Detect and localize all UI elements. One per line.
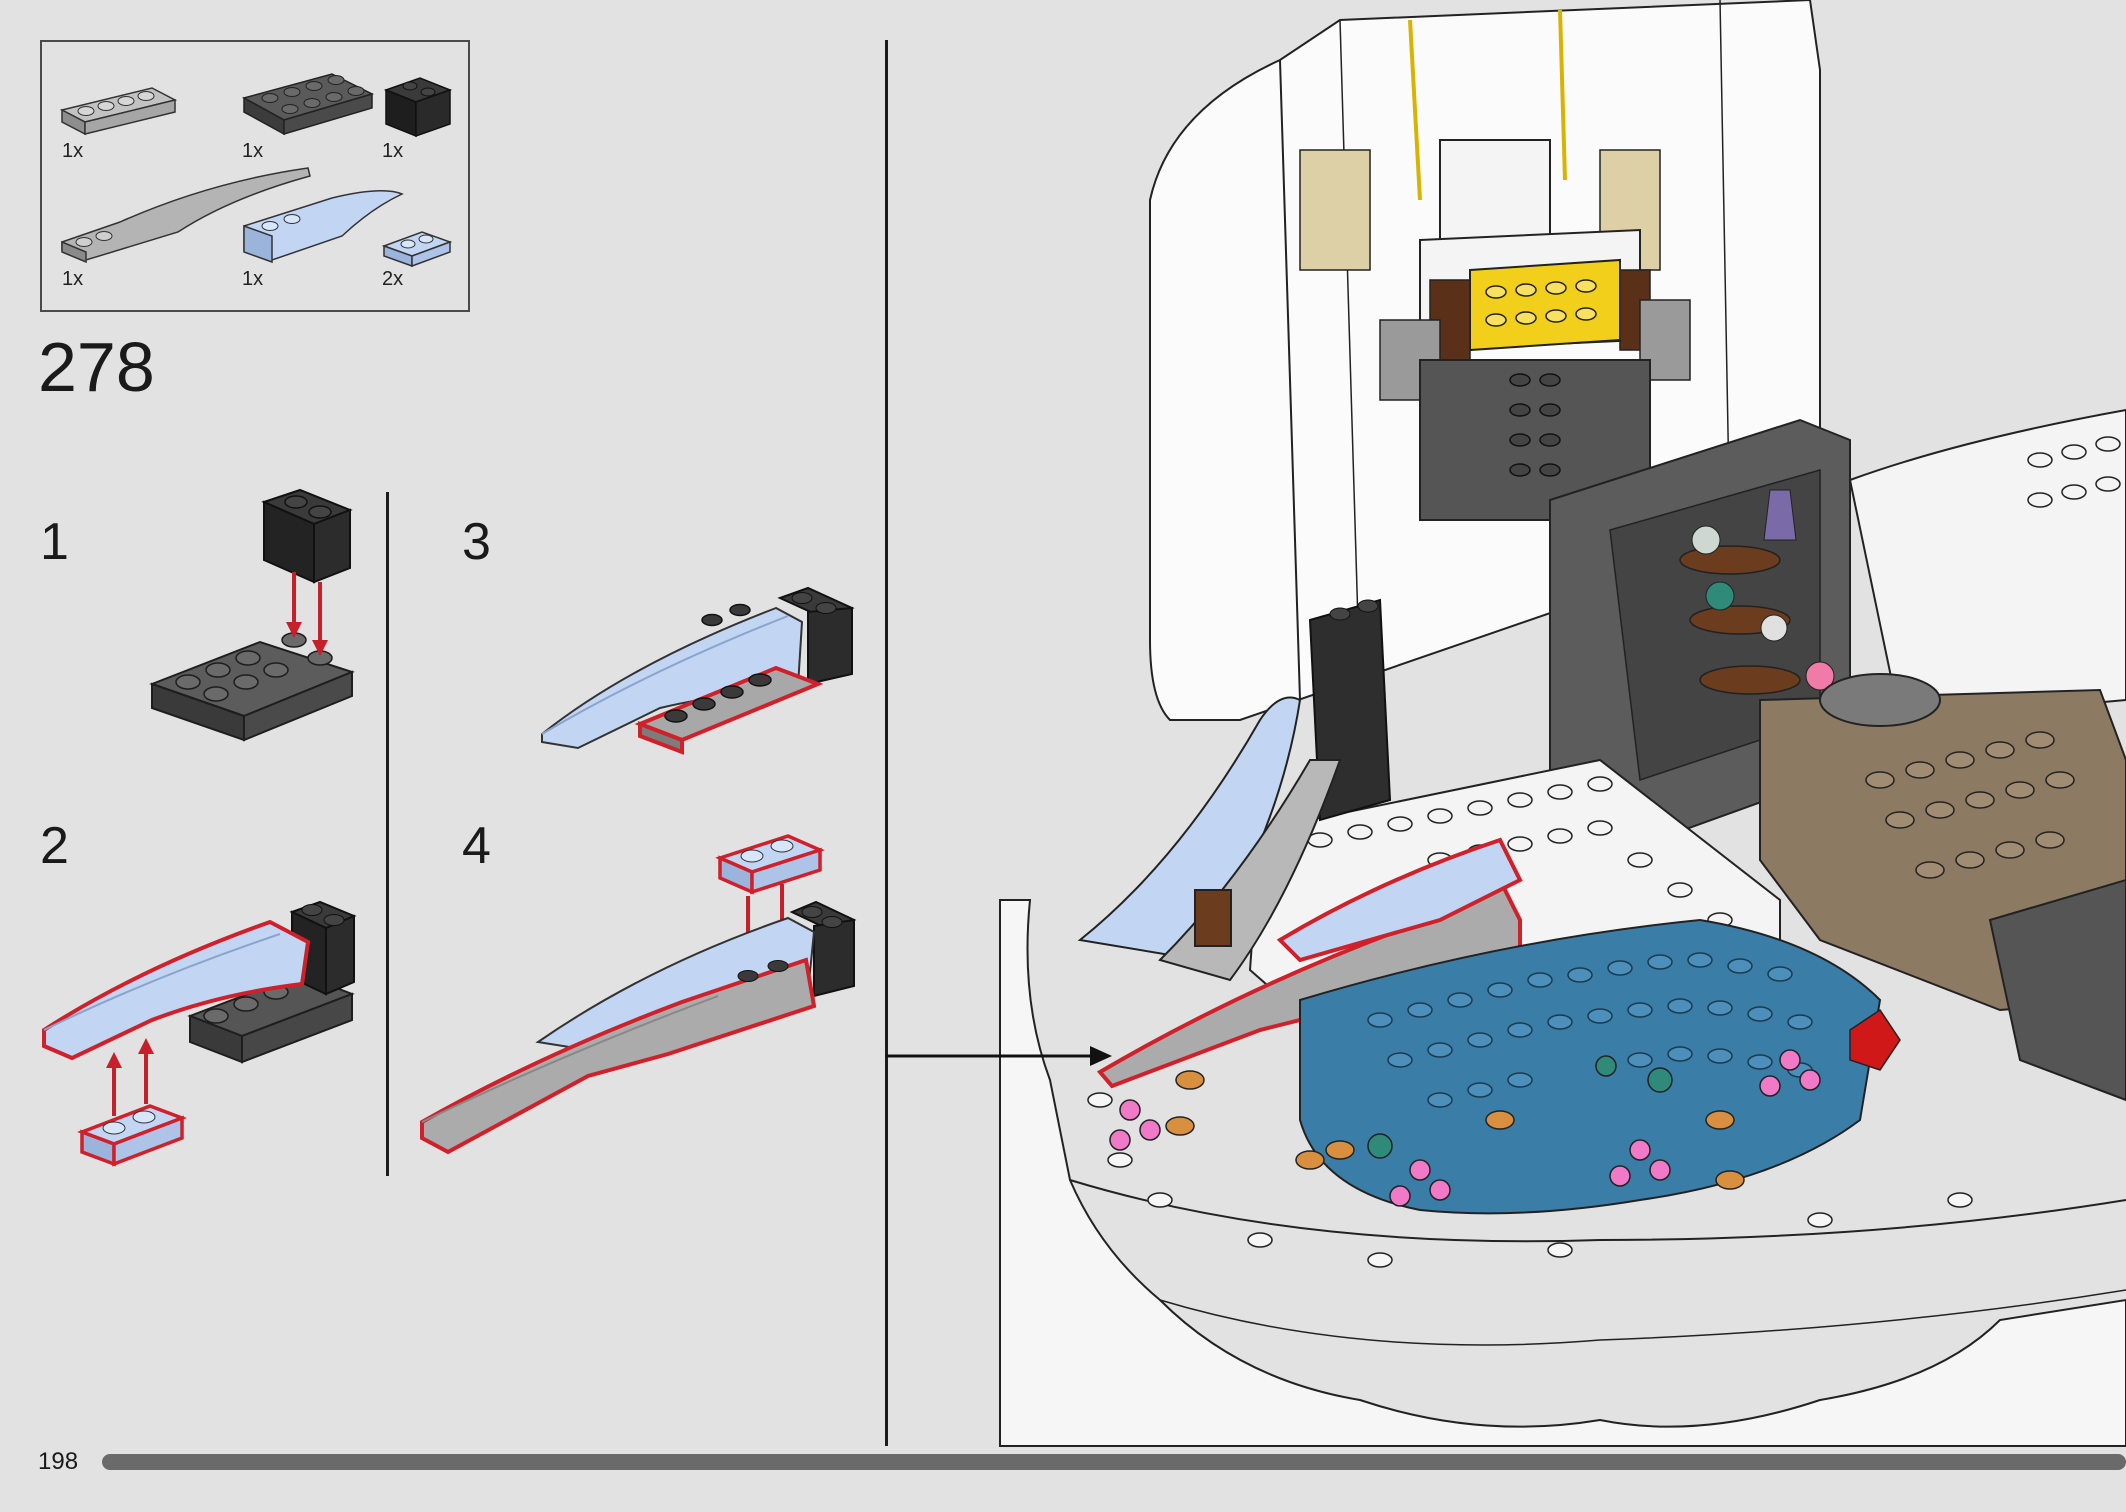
substep-3-illustration — [541, 586, 855, 755]
page-divider — [885, 40, 888, 1446]
substep-2-illustration — [42, 900, 357, 1167]
black-brick-2x2-icon — [383, 77, 453, 138]
substep-divider — [386, 492, 389, 1176]
page-number: 198 — [38, 1448, 79, 1475]
part-qty: 1x — [62, 140, 84, 162]
light-gray-plate-1x4-icon — [59, 87, 178, 136]
part-qty: 1x — [242, 140, 264, 162]
substep-number: 1 — [40, 513, 69, 571]
part-qty: 2x — [382, 268, 404, 290]
light-blue-plate-1x2-icon — [381, 231, 453, 268]
step-number: 278 — [38, 328, 155, 406]
substep-number: 2 — [40, 817, 69, 875]
light-blue-curved-slope-icon — [243, 190, 404, 264]
light-gray-curved-slope-icon — [61, 167, 311, 264]
model-illustration — [886, 0, 2126, 1447]
part-qty: 1x — [242, 268, 264, 290]
substep-4-illustration — [420, 834, 857, 1155]
substep-1-illustration — [149, 488, 355, 742]
part-qty: 1x — [62, 268, 84, 290]
parts-list-box — [40, 40, 470, 312]
substep-number: 4 — [462, 817, 491, 875]
progress-bar — [102, 1454, 2126, 1470]
part-qty: 1x — [382, 140, 404, 162]
substep-number: 3 — [462, 513, 491, 571]
dark-gray-plate-2x4-icon — [242, 73, 375, 136]
